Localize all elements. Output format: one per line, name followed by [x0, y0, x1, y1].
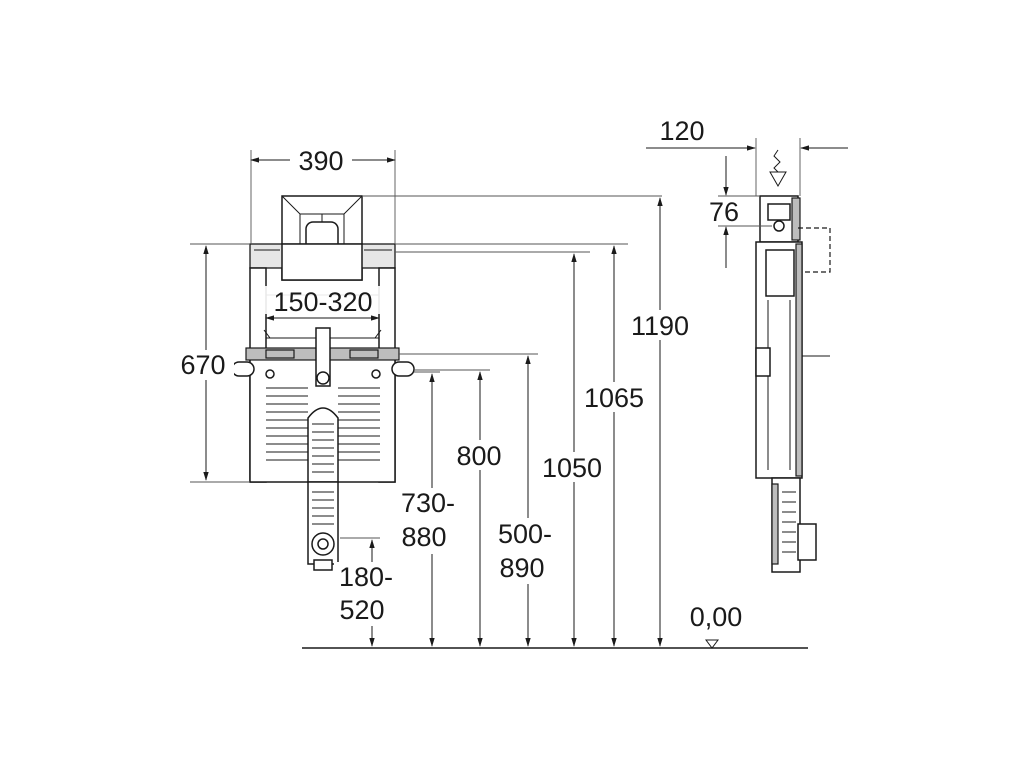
dim-500-890-label-top: 500- — [498, 519, 552, 549]
dim-730-880-label-top: 730- — [401, 488, 455, 518]
dim-800-label: 800 — [456, 441, 501, 471]
flush-pipe — [307, 407, 339, 483]
cistern-ribs-right — [338, 387, 380, 461]
side-view — [755, 149, 831, 573]
floor-level-label: 0,00 — [690, 602, 743, 632]
dim-150-320-label: 150-320 — [273, 287, 372, 317]
dim-670-label: 670 — [180, 350, 225, 380]
dim-730-880-label-bottom: 880 — [401, 522, 446, 552]
dim-76-label: 76 — [709, 197, 739, 227]
dim-390-label: 390 — [298, 146, 343, 176]
dim-180-520-label-top: 180- — [339, 562, 393, 592]
right-mounting-ear — [391, 361, 415, 377]
dim-180-520-label-bottom: 520 — [339, 595, 384, 625]
valve-knob-icon — [316, 371, 330, 385]
dim-500-890-label-bottom: 890 — [499, 553, 544, 583]
front-view — [231, 195, 415, 571]
cistern-ribs-left — [266, 387, 308, 461]
left-mounting-ear — [231, 361, 255, 377]
dim-1050-label: 1050 — [542, 453, 602, 483]
floor-level-marker-icon — [705, 639, 719, 649]
dim-120-label: 120 — [659, 116, 704, 146]
wall-connection-outline — [798, 227, 831, 273]
central-valve-stem — [315, 327, 331, 387]
dim-1190-label: 1190 — [631, 311, 689, 341]
dim-1065-label: 1065 — [584, 383, 644, 413]
water-inlet-icon — [773, 149, 781, 173]
